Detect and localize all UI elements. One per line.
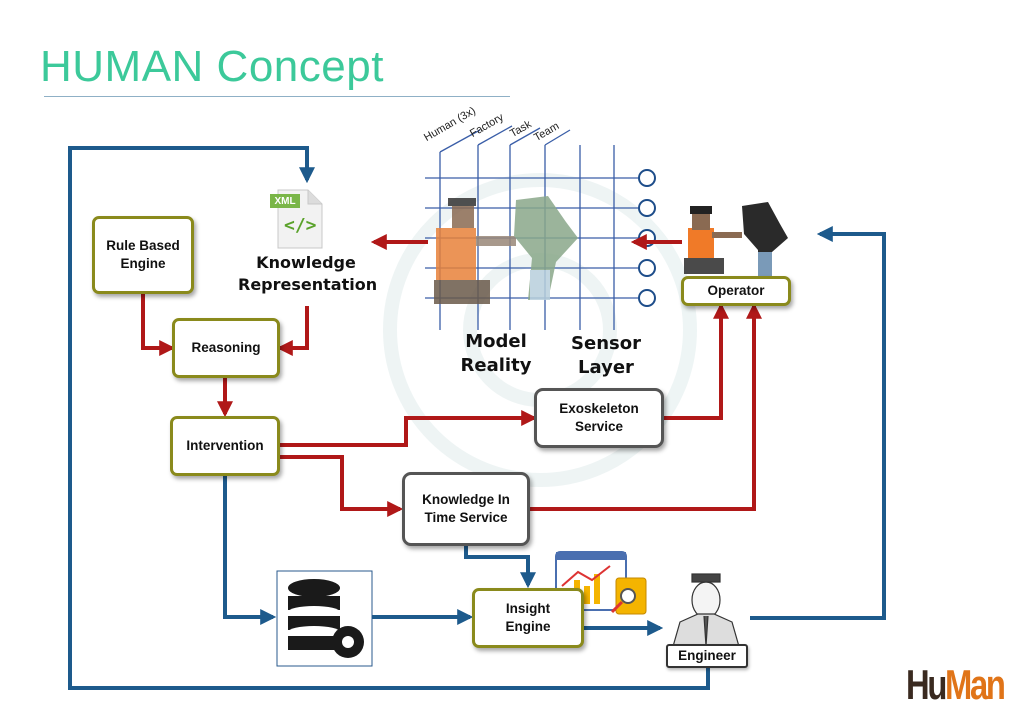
model-worker-image <box>434 196 578 304</box>
xml-document-icon <box>270 189 323 249</box>
model-reality-label: Model Reality <box>460 331 532 377</box>
blue-arrows <box>68 146 886 690</box>
engineer-image <box>671 573 741 651</box>
database-gear-icon <box>276 570 373 667</box>
sensor-layer-label: Sensor Layer <box>571 333 641 379</box>
red-arrows <box>141 234 762 517</box>
sensor-nodes <box>638 169 656 307</box>
page-title: HUMAN Concept <box>40 42 384 91</box>
xml-tag: XML <box>274 196 296 207</box>
engineer-box: Engineer <box>666 644 748 668</box>
knowledge-representation-label: Knowledge Representation <box>238 253 378 294</box>
human-logo: HuMan <box>906 661 1006 708</box>
operator-image <box>684 202 788 276</box>
reasoning-box: Reasoning <box>172 318 280 378</box>
operator-box: Operator <box>681 276 791 306</box>
intervention-box: Intervention <box>170 416 280 476</box>
title-divider <box>44 96 510 97</box>
xml-symbol: </> <box>284 215 317 236</box>
